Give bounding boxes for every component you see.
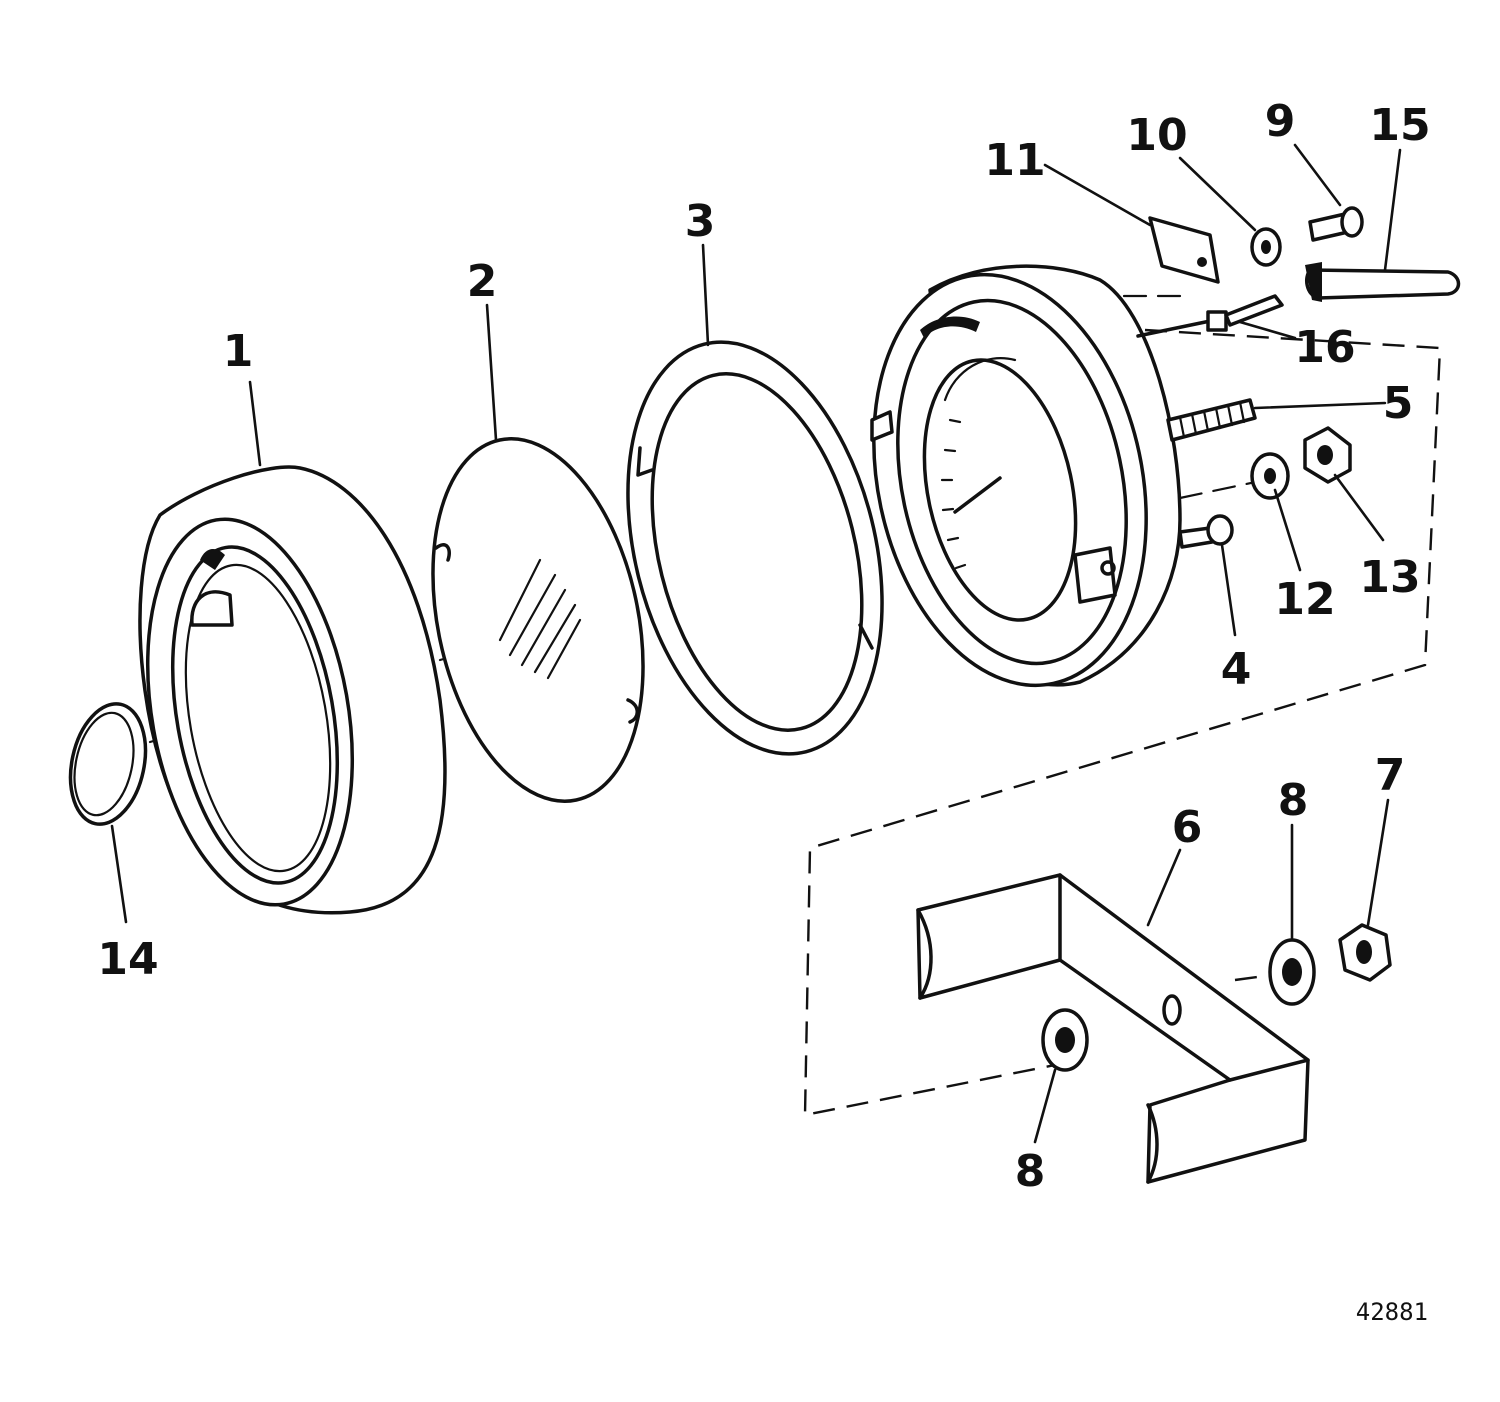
callout-3: 3: [685, 196, 716, 247]
callout-10: 10: [1126, 110, 1187, 161]
leader-lines: [110, 143, 1402, 1144]
callout-11: 11: [984, 135, 1045, 186]
callout-5: 5: [1383, 378, 1414, 429]
callout-13: 13: [1359, 552, 1420, 603]
lock-washer-part-8-lower: [1041, 1008, 1089, 1072]
lens-part-2: [431, 437, 645, 803]
callout-4: 4: [1221, 644, 1252, 695]
washer-part-12: [1250, 452, 1290, 500]
washer-part-10: [1250, 227, 1282, 267]
nut-part-7: [1338, 923, 1392, 982]
callout-9: 9: [1265, 96, 1296, 147]
callout-8-upper: 8: [1278, 775, 1309, 826]
seal-ring-part-3: [626, 340, 884, 756]
gauge-needle: [953, 476, 1002, 514]
callout-6: 6: [1172, 802, 1203, 853]
bulb-socket-part-15: [1304, 262, 1461, 302]
callout-labels: 1 2 3 4 5 6 7 8 8 9 10 11 12 13 14 15 16: [97, 96, 1430, 1197]
lamp-wire-part-16: [1136, 294, 1284, 338]
callout-15: 15: [1369, 100, 1430, 151]
callout-1: 1: [223, 326, 254, 377]
dial-scale: [940, 357, 1017, 570]
callout-8-lower: 8: [1015, 1146, 1046, 1197]
bracket-part-6: [916, 873, 1310, 1184]
nut-part-13: [1303, 426, 1352, 484]
clip-plate-part-11: [1148, 216, 1220, 284]
screw-part-4: [1178, 514, 1234, 549]
figure-number: 42881: [1356, 1298, 1428, 1326]
callout-14: 14: [97, 934, 158, 985]
bezel-part-1: [138, 465, 447, 915]
screw-part-9: [1308, 206, 1364, 242]
gauge-housing: [870, 264, 1182, 688]
callout-12: 12: [1274, 574, 1335, 625]
cap-part-14: [68, 702, 148, 826]
callout-7: 7: [1375, 750, 1406, 801]
lens-glare: [498, 558, 582, 680]
callout-2: 2: [467, 256, 498, 307]
lock-washer-part-8-upper: [1268, 938, 1316, 1006]
callout-16: 16: [1294, 322, 1355, 373]
stud-part-5: [1166, 398, 1257, 442]
